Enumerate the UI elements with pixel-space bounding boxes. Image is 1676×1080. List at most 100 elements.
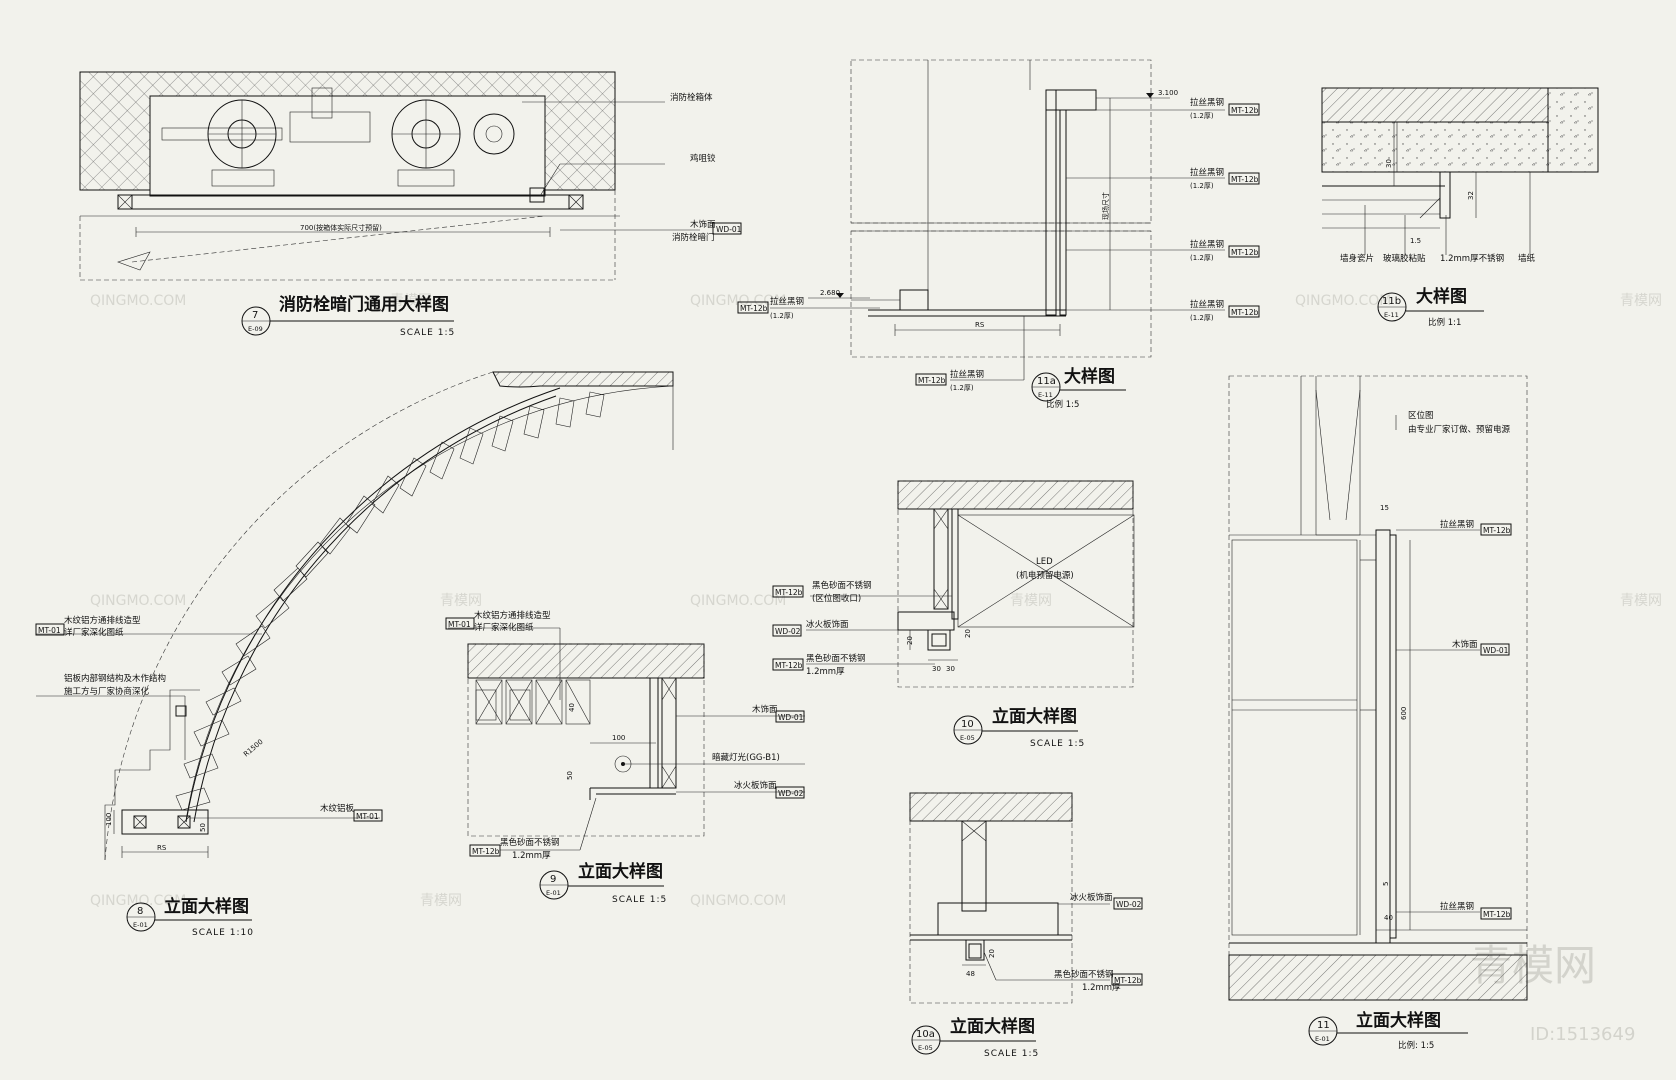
svg-text:消防栓箱体: 消防栓箱体	[670, 92, 713, 103]
svg-text:青模网: 青模网	[1010, 593, 1052, 609]
svg-text:11a: 11a	[1037, 376, 1056, 387]
svg-text:QINGMO.COM: QINGMO.COM	[690, 893, 786, 909]
svg-text:拉丝黑钢: 拉丝黑钢	[1440, 901, 1474, 912]
watermark-id: ID:1513649	[1530, 1024, 1635, 1045]
svg-text:WD-02: WD-02	[775, 627, 801, 636]
svg-text:E-01: E-01	[546, 889, 561, 897]
svg-text:MT-12b: MT-12b	[1231, 175, 1259, 184]
svg-text:黑色砂面不锈钢: 黑色砂面不锈钢	[806, 653, 866, 664]
svg-text:E-05: E-05	[960, 734, 975, 742]
svg-text:R1500: R1500	[242, 738, 265, 759]
svg-text:E-01: E-01	[133, 921, 148, 929]
svg-text:100: 100	[105, 813, 113, 826]
svg-text:木纹铝方通排线造型: 木纹铝方通排线造型	[474, 610, 551, 621]
svg-text:MT-12b: MT-12b	[1483, 910, 1511, 919]
svg-text:5: 5	[1382, 882, 1390, 886]
svg-text:青模网: 青模网	[440, 593, 482, 609]
svg-text:SCALE 1:5: SCALE 1:5	[400, 328, 455, 338]
svg-text:15: 15	[1380, 504, 1389, 512]
svg-text:青模网: 青模网	[1620, 293, 1662, 309]
svg-text:青模网: 青模网	[390, 293, 432, 309]
svg-text:QINGMO.COM: QINGMO.COM	[90, 593, 186, 609]
svg-text:700(按箱体实际尺寸预留): 700(按箱体实际尺寸预留)	[300, 223, 382, 232]
svg-text:详厂家深化图纸: 详厂家深化图纸	[474, 622, 534, 633]
svg-text:大样图: 大样图	[1416, 286, 1467, 307]
svg-text:现场尺寸: 现场尺寸	[1101, 192, 1110, 220]
svg-text:拉丝黑钢: 拉丝黑钢	[950, 369, 984, 380]
svg-text:40: 40	[1384, 914, 1393, 922]
svg-text:(1.2厚): (1.2厚)	[950, 384, 974, 392]
svg-text:1.2mm厚: 1.2mm厚	[806, 667, 845, 677]
detail-11b: 30 32 1.5 墙身瓷片 玻璃胶粘贴 1.2mm厚不锈钢 墙纸 11b E-…	[1321, 87, 1599, 328]
svg-text:50: 50	[199, 823, 207, 832]
svg-text:拉丝黑钢: 拉丝黑钢	[1440, 519, 1474, 530]
svg-text:木饰面: 木饰面	[1452, 639, 1478, 650]
svg-text:黑色砂面不锈钢: 黑色砂面不锈钢	[812, 580, 872, 591]
svg-text:墙身瓷片: 墙身瓷片	[1340, 253, 1374, 264]
svg-text:拉丝黑钢: 拉丝黑钢	[1190, 239, 1224, 250]
svg-text:大样图: 大样图	[1064, 366, 1115, 387]
svg-text:2.680: 2.680	[820, 289, 840, 297]
svg-text:(1.2厚): (1.2厚)	[1190, 182, 1214, 190]
svg-text:30: 30	[1385, 159, 1393, 168]
svg-text:详厂家深化图纸: 详厂家深化图纸	[64, 627, 124, 638]
svg-text:比例 1:1: 比例 1:1	[1428, 317, 1461, 328]
svg-text:1.2mm厚不锈钢: 1.2mm厚不锈钢	[1440, 253, 1504, 264]
svg-text:1.2mm厚: 1.2mm厚	[1082, 983, 1121, 993]
svg-text:1.5: 1.5	[1410, 237, 1421, 245]
svg-text:消防栓暗门: 消防栓暗门	[672, 232, 715, 243]
svg-text:SCALE 1:5: SCALE 1:5	[1030, 739, 1085, 749]
svg-text:MT-12b: MT-12b	[1231, 106, 1259, 115]
svg-text:墙纸: 墙纸	[1518, 253, 1536, 264]
svg-text:立面大样图: 立面大样图	[164, 896, 249, 917]
svg-text:MT-01: MT-01	[356, 812, 379, 821]
svg-text:MT-12b: MT-12b	[775, 661, 803, 670]
svg-text:SCALE 1:10: SCALE 1:10	[192, 928, 254, 938]
svg-text:MT-12b: MT-12b	[1231, 308, 1259, 317]
svg-text:600: 600	[1400, 707, 1408, 720]
svg-text:冰火板饰面: 冰火板饰面	[1070, 892, 1113, 903]
svg-text:QINGMO.COM: QINGMO.COM	[690, 293, 786, 309]
svg-text:立面大样图: 立面大样图	[1356, 1010, 1441, 1031]
detail-8-curved-baffle: RS 100 50 R1500 木纹铝方通排线造型 详厂家深化图纸 MT-01 …	[35, 371, 674, 938]
detail-7-fire-hydrant-door: 700(按箱体实际尺寸预留) 消防栓箱体 鸡咀铰 木饰面 WD-01 消防栓暗门…	[79, 71, 742, 338]
watermark-layer: QINGMO.COM 青模网 QINGMO.COM QINGMO.COM 青模网…	[90, 293, 1662, 1045]
svg-text:E-09: E-09	[248, 325, 263, 333]
svg-text:20: 20	[988, 949, 996, 958]
svg-text:WD-02: WD-02	[778, 789, 804, 798]
svg-text:木饰面: 木饰面	[690, 219, 716, 230]
svg-text:SCALE 1:5: SCALE 1:5	[612, 895, 667, 905]
svg-text:(1.2厚): (1.2厚)	[1190, 254, 1214, 262]
detail-11a: RS 现场尺寸 3.100 2.680 拉丝黑钢 (1.2厚) MT-12b 拉丝…	[737, 59, 1260, 410]
svg-text:QINGMO.COM: QINGMO.COM	[90, 893, 186, 909]
svg-text:20: 20	[906, 636, 914, 645]
svg-text:100: 100	[612, 734, 625, 742]
svg-text:黑色砂面不锈钢: 黑色砂面不锈钢	[500, 837, 560, 848]
svg-text:RS: RS	[157, 844, 167, 852]
svg-text:MT-12b: MT-12b	[1483, 526, 1511, 535]
svg-text:WD-01: WD-01	[716, 225, 742, 234]
svg-text:(1.2厚): (1.2厚)	[1190, 112, 1214, 120]
svg-text:QINGMO.COM: QINGMO.COM	[1295, 293, 1391, 309]
svg-text:立面大样图: 立面大样图	[950, 1016, 1035, 1037]
svg-text:(区位图收口): (区位图收口)	[812, 593, 861, 604]
svg-text:(1.2厚): (1.2厚)	[770, 312, 794, 320]
svg-text:拉丝黑钢: 拉丝黑钢	[1190, 167, 1224, 178]
svg-text:青模网: 青模网	[1620, 593, 1662, 609]
svg-text:MT-01: MT-01	[448, 620, 471, 629]
svg-text:48: 48	[966, 970, 975, 978]
svg-text:9: 9	[550, 874, 556, 885]
svg-text:RS: RS	[975, 321, 985, 329]
svg-text:WD-02: WD-02	[1116, 900, 1142, 909]
svg-text:11: 11	[1317, 1020, 1330, 1031]
svg-text:MT-12b: MT-12b	[918, 376, 946, 385]
detail-9: 100 50 40 木纹铝方通排线造型 详厂家深化图纸 MT-01 木饰面 WD…	[445, 610, 805, 905]
svg-text:铝板内部钢结构及木作结构: 铝板内部钢结构及木作结构	[64, 673, 166, 684]
svg-text:3.100: 3.100	[1158, 89, 1178, 97]
svg-text:MT-12b: MT-12b	[1231, 248, 1259, 257]
svg-text:40: 40	[568, 703, 576, 712]
svg-text:立面大样图: 立面大样图	[578, 861, 663, 882]
baffle-slats	[175, 391, 605, 811]
svg-text:拉丝黑钢: 拉丝黑钢	[1190, 299, 1224, 310]
svg-text:冰火板饰面: 冰火板饰面	[734, 780, 777, 791]
